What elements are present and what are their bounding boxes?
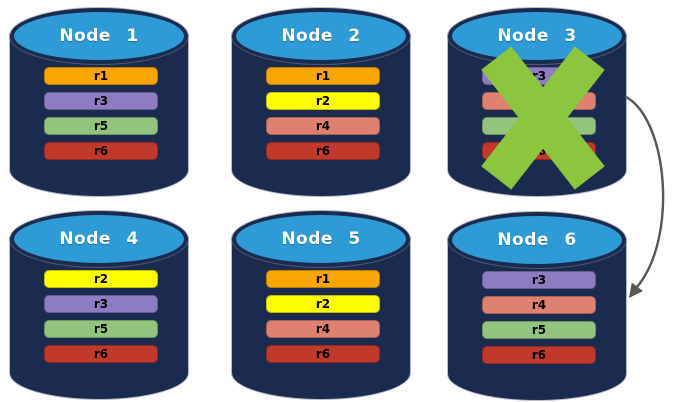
record-bar: r4	[266, 117, 380, 135]
node-label: Node 1	[59, 26, 139, 46]
record-bar: r1	[266, 270, 380, 288]
record-bar: r5	[44, 117, 158, 135]
node-cylinder-4: Node 4 r2 r3 r5 r6	[10, 211, 188, 399]
cylinder-top: Node 5	[232, 211, 410, 267]
node-label: Node 6	[497, 230, 577, 250]
record-bar: r5	[482, 321, 596, 339]
node-cylinder-2: Node 2 r1 r2 r4 r6	[232, 8, 410, 196]
record-bar: r2	[44, 270, 158, 288]
cylinder-top: Node 2	[232, 8, 410, 64]
record-bar: r6	[482, 346, 596, 364]
node-label: Node 5	[281, 229, 361, 249]
failover-arrow-line	[624, 95, 665, 289]
failure-x-icon	[480, 46, 605, 190]
cylinder-top: Node 3	[448, 8, 626, 64]
record-list: r3 r4 r5 r6	[482, 271, 596, 364]
record-list: r1 r2 r4 r6	[266, 270, 380, 363]
node-label: Node 3	[497, 26, 577, 46]
record-list: r1 r3 r5 r6	[44, 67, 158, 160]
record-list: r2 r3 r5 r6	[44, 270, 158, 363]
record-bar: r6	[266, 142, 380, 160]
record-bar: r6	[44, 345, 158, 363]
record-bar: r1	[44, 67, 158, 85]
node-cylinder-3: Node 3 r3 r4 r5 r6	[448, 8, 626, 196]
record-bar: r4	[482, 296, 596, 314]
record-bar: r3	[44, 295, 158, 313]
record-bar: r2	[266, 295, 380, 313]
failover-arrowhead-icon	[629, 282, 643, 298]
record-bar: r6	[44, 142, 158, 160]
node-label: Node 2	[281, 26, 361, 46]
record-bar: r1	[266, 67, 380, 85]
record-list: r1 r2 r4 r6	[266, 67, 380, 160]
record-bar: r6	[266, 345, 380, 363]
cylinder-top: Node 1	[10, 8, 188, 64]
record-bar: r3	[482, 271, 596, 289]
node-label: Node 4	[59, 229, 139, 249]
cylinder-top: Node 6	[448, 212, 626, 268]
node-cylinder-1: Node 1 r1 r3 r5 r6	[10, 8, 188, 196]
cylinder-top: Node 4	[10, 211, 188, 267]
node-cylinder-5: Node 5 r1 r2 r4 r6	[232, 211, 410, 399]
node-cylinder-6: Node 6 r3 r4 r5 r6	[448, 212, 626, 400]
record-bar: r3	[44, 92, 158, 110]
record-bar: r2	[266, 92, 380, 110]
record-bar: r5	[44, 320, 158, 338]
record-bar: r4	[266, 320, 380, 338]
